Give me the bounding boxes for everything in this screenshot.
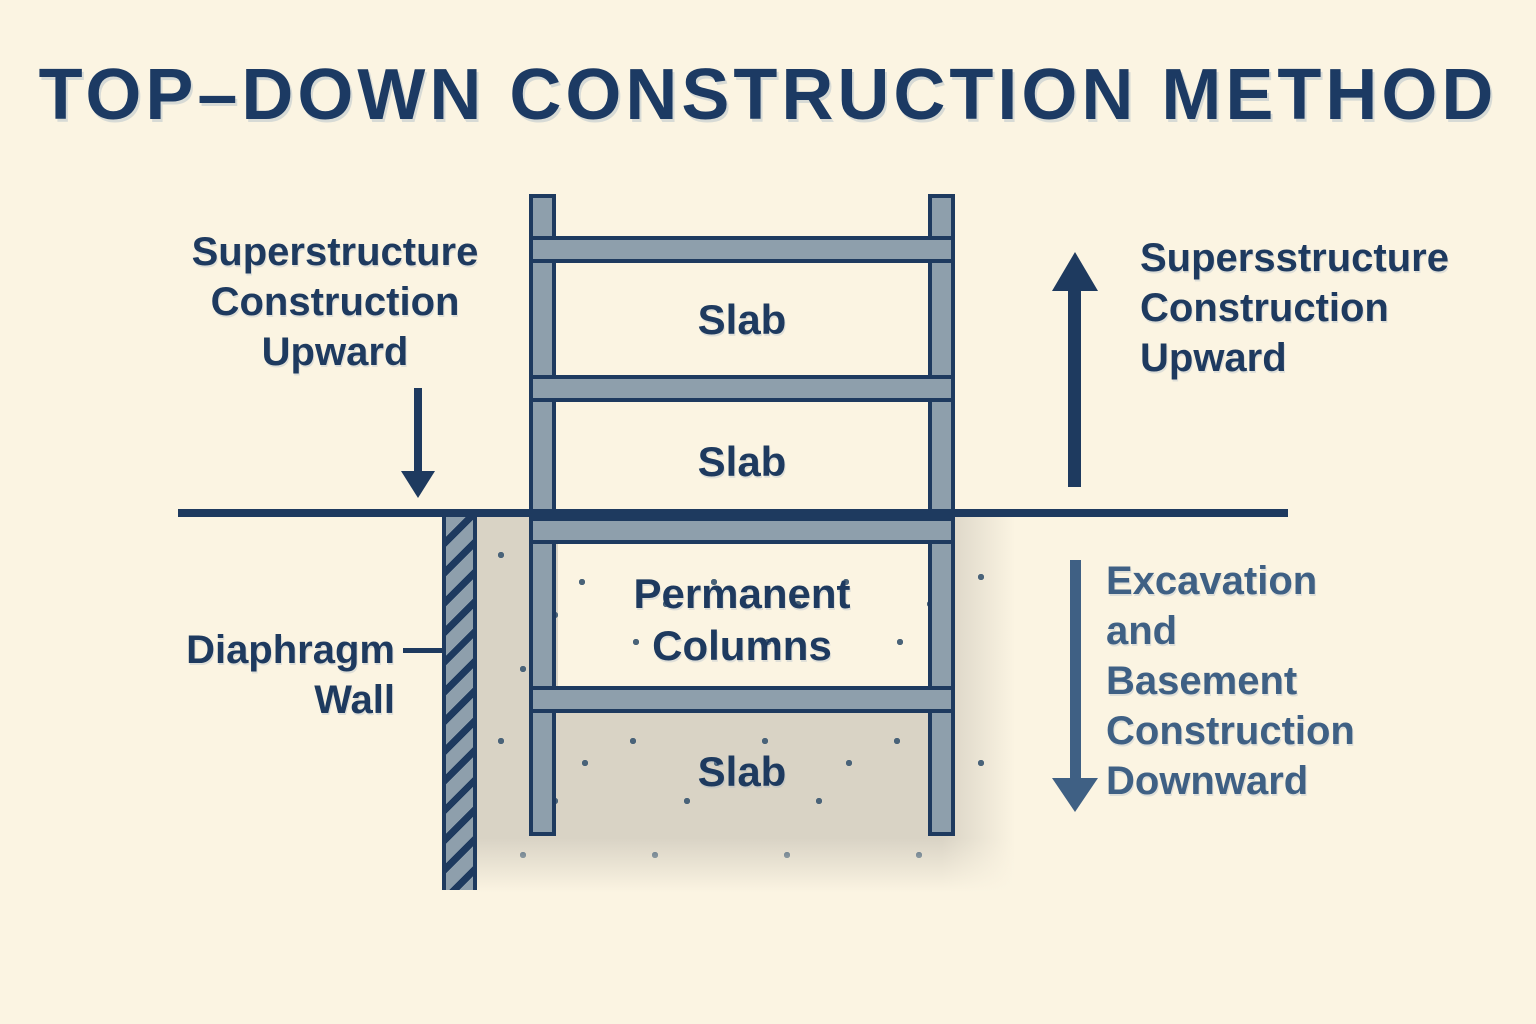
slab-label-level1: Slab: [697, 296, 787, 343]
excavation-label-line4: Construction: [1106, 709, 1355, 753]
left-label-line2: Construction: [210, 280, 460, 324]
diagram-title: TOP–DOWN CONSTRUCTION METHOD: [38, 55, 1498, 135]
slab-beam-roof: [529, 236, 955, 263]
downward-arrow-left-head: [401, 471, 435, 498]
slab-beam-level2: [529, 375, 955, 402]
right-label-line2: Construction: [1140, 286, 1389, 330]
excavation-label-line5: Downward: [1106, 759, 1309, 803]
permanent-columns-line1: Permanent: [633, 570, 851, 617]
upward-arrow-right-head: [1052, 252, 1098, 291]
left-label-line1: Superstructure: [191, 230, 479, 274]
excavated-basement-area: [558, 544, 928, 686]
diaphragm-label-line2: Wall: [314, 678, 395, 722]
superstructure-upward-label-right: Supersstructure Construction Upward: [1140, 233, 1449, 383]
excavation-downward-label: Excavation and Basement Construction Dow…: [1106, 556, 1355, 806]
slab-beam-ground: [529, 517, 955, 544]
diaphragm-leader-line: [403, 648, 442, 653]
excavation-label-line1: Excavation: [1106, 559, 1318, 603]
right-label-line1: Supersstructure: [1140, 236, 1449, 280]
slab-beam-basement: [529, 686, 955, 713]
downward-arrow-excavation-head: [1052, 778, 1098, 812]
superstructure-upward-label-left: Superstructure Construction Upward: [170, 227, 500, 377]
excavation-label-line2: and: [1106, 609, 1178, 653]
ground-line: [178, 509, 1288, 517]
excavation-label-line3: Basement: [1106, 659, 1298, 703]
right-label-line3: Upward: [1140, 336, 1287, 380]
diaphragm-label-line1: Diaphragm: [186, 628, 395, 672]
left-label-line3: Upward: [261, 330, 409, 374]
slab-label-level2: Slab: [697, 438, 787, 485]
permanent-columns-label: Permanent Columns: [556, 568, 928, 672]
diaphragm-wall-hatched: [442, 517, 477, 890]
downward-arrow-excavation-shaft: [1070, 560, 1081, 779]
soil-bottom-fade: [470, 838, 1030, 900]
downward-arrow-left-shaft: [414, 388, 422, 473]
diaphragm-wall-label: Diaphragm Wall: [150, 625, 395, 725]
slab-label-basement: Slab: [697, 748, 787, 795]
upward-arrow-right-shaft: [1068, 289, 1081, 487]
permanent-columns-line2: Columns: [652, 622, 832, 669]
